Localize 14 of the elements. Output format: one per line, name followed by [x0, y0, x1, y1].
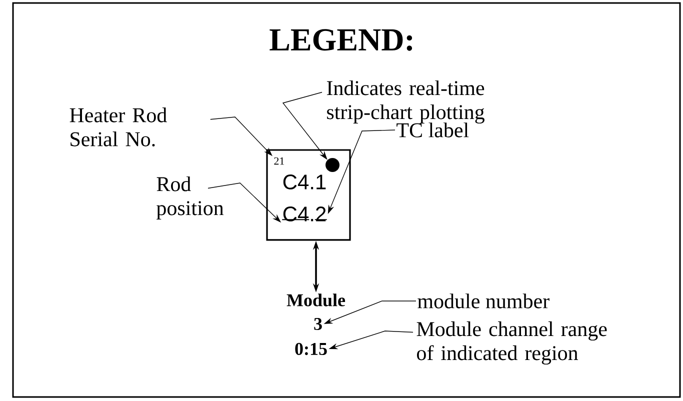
title: LEGEND: — [270, 29, 412, 51]
module-text: 0:15 — [295, 342, 327, 356]
annotation-text: Indicates real-time strip-chart plotting — [326, 80, 484, 124]
module-text: 3 — [314, 318, 322, 330]
annotation-text: TC label — [396, 122, 469, 138]
annotation-text: module number — [418, 294, 550, 308]
tc-label-text: C4.1 — [283, 174, 326, 190]
annotation-text: Rod position — [156, 176, 224, 220]
serial-number: 21 — [274, 157, 284, 165]
annotation-text: Module channel range of indicated region — [416, 321, 607, 365]
annotation-text: Heater Rod Serial No. — [70, 108, 167, 146]
module-text: Module — [286, 294, 346, 306]
plot-dot — [326, 158, 340, 172]
sensor-box — [266, 149, 351, 241]
